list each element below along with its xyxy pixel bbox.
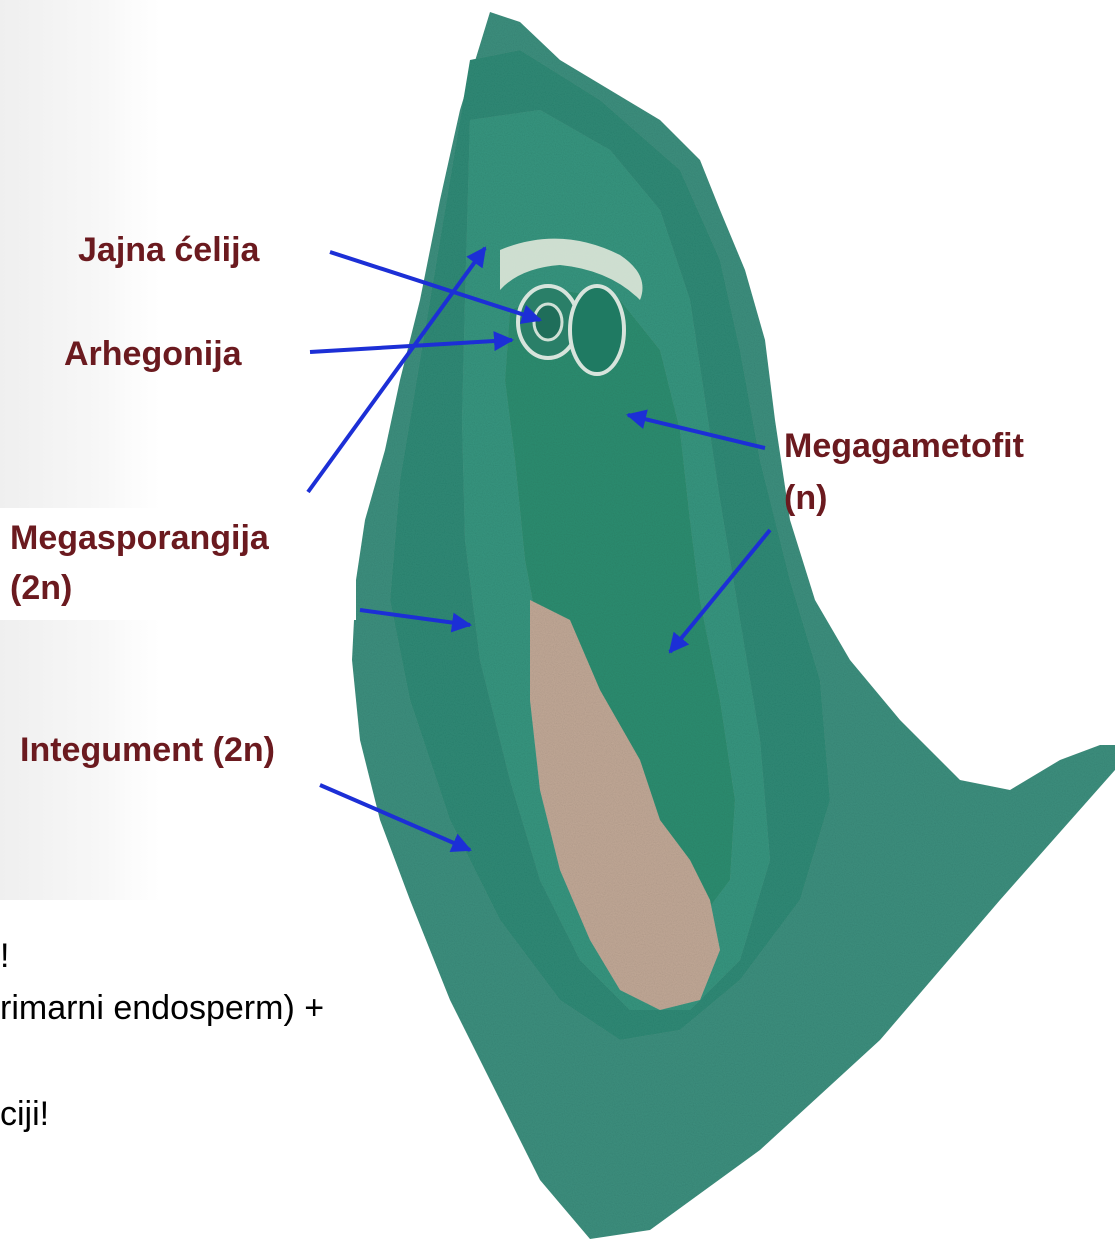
label-megagametofit: Megagametofit [784, 426, 1024, 466]
slide-text-line-3: ciji! [0, 1094, 49, 1134]
label-megasporangija: Megasporangija [10, 518, 269, 558]
slide-text-line-2: rimarni endosperm) + [0, 988, 324, 1028]
slide-text-line-1: ! [0, 936, 9, 976]
label-integument: Integument (2n) [20, 730, 275, 770]
label-megagametofit-ploidy: (n) [784, 478, 827, 518]
archegonium-right [570, 286, 624, 374]
label-megasporangija-ploidy: (2n) [10, 568, 72, 608]
label-arhegonija: Arhegonija [64, 334, 242, 374]
label-jajna-celija: Jajna ćelija [78, 230, 259, 270]
egg-cell-left [534, 304, 562, 340]
